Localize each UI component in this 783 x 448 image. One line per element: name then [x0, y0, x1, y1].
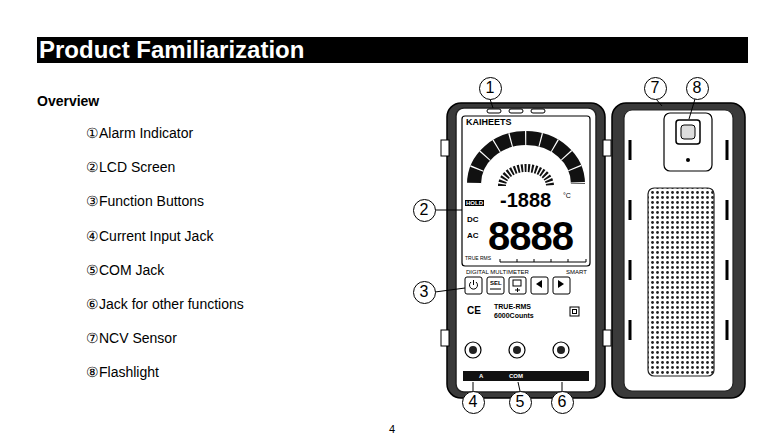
- bumper-notch: [441, 140, 449, 156]
- part-list-item: ④Current Input Jack: [86, 229, 213, 243]
- callout-circle: 3: [413, 281, 436, 304]
- current-jack: [465, 342, 481, 358]
- kickstand-clip: [664, 113, 712, 171]
- jack-label-strip: [463, 371, 589, 381]
- leader-line: [656, 99, 662, 106]
- callout-number: 3: [420, 284, 429, 300]
- flashlight: [676, 120, 700, 144]
- left-arrow-icon: [536, 280, 542, 288]
- jack-label: A: [479, 373, 483, 379]
- callout-number: 4: [469, 394, 478, 410]
- lcd-scale-ticks: [500, 259, 586, 262]
- double-insulation-icon: [570, 307, 579, 316]
- v-jack-hole: [557, 346, 565, 354]
- part-list-item: ⑥Jack for other functions: [86, 297, 244, 311]
- callout-number: 7: [651, 80, 660, 96]
- lcd-main-digits: 8888: [488, 216, 573, 256]
- range-button: [531, 277, 548, 294]
- part-list-item: ①Alarm Indicator: [86, 126, 193, 140]
- panel-text: DIGITAL MULTIMETER: [466, 269, 529, 275]
- current-jack-hole: [469, 346, 477, 354]
- bumper-notch: [603, 140, 611, 156]
- callout-circle: 7: [644, 77, 667, 100]
- ce-mark: CE: [467, 306, 481, 316]
- leader-line: [518, 382, 520, 391]
- lcd-bargraph-arc: [474, 138, 578, 184]
- hold-icon: [513, 280, 521, 286]
- lcd-dc: DC: [467, 216, 479, 224]
- lcd-true-rms: TRUE RMS: [465, 256, 491, 261]
- callout-circle: 6: [551, 391, 574, 414]
- leader-line: [562, 382, 563, 391]
- lcd-unit: °C: [563, 192, 571, 199]
- front-view: [441, 103, 611, 398]
- callout-number: 8: [693, 80, 702, 96]
- func-button: [553, 277, 570, 294]
- lcd-bargraph-fan: [502, 168, 550, 186]
- callout-number: 5: [516, 394, 525, 410]
- part-list-item: ⑦NCV Sensor: [86, 331, 177, 345]
- clip-screw: [686, 158, 690, 162]
- brand-name: KAIHEETS: [466, 118, 512, 127]
- part-list-item: ⑤COM Jack: [86, 263, 164, 277]
- panel-text: SMART: [566, 269, 587, 275]
- lcd-upper-digits: -1888: [500, 190, 551, 210]
- flashlight-lens: [681, 125, 695, 139]
- lcd-screen: [462, 116, 590, 266]
- jack-label: COM: [509, 373, 523, 379]
- rubber-bumper: [447, 103, 605, 398]
- title-bar: Product Familiarization: [37, 37, 748, 63]
- power-icon: [470, 280, 478, 289]
- lcd-hold: HOLD: [465, 200, 484, 206]
- back-panel: [624, 110, 733, 391]
- leader-line: [435, 210, 462, 211]
- leader-line: [490, 99, 493, 108]
- callout-number: 1: [486, 80, 495, 96]
- com-jack: [509, 342, 525, 358]
- alarm-indicator: [509, 109, 523, 113]
- power-button: [465, 277, 482, 294]
- rubber-bumper: [612, 103, 745, 398]
- bumper-notch: [441, 330, 449, 346]
- right-arrow-icon: [558, 280, 564, 288]
- part-list-item: ②LCD Screen: [86, 160, 175, 174]
- leader-line: [435, 288, 465, 292]
- page-number: 4: [389, 424, 395, 435]
- bumper-notch: [603, 330, 611, 346]
- callout-circle: 8: [686, 77, 709, 100]
- alarm-indicator: [531, 109, 545, 113]
- hold-button: [509, 277, 526, 294]
- spec-text: TRUE-RMS: [494, 303, 531, 310]
- alarm-indicator: [487, 109, 501, 113]
- com-jack-hole: [513, 346, 521, 354]
- part-list-item: ③Function Buttons: [86, 194, 204, 208]
- callout-circle: 2: [413, 199, 436, 222]
- lcd-ac: AC: [467, 232, 479, 240]
- spec-text: 6000Counts: [494, 312, 534, 319]
- sel-button: [487, 277, 504, 294]
- leader-line: [689, 99, 695, 119]
- leader-line: [473, 382, 474, 391]
- callout-number: 2: [420, 202, 429, 218]
- front-panel: [456, 108, 596, 392]
- back-view: [612, 103, 745, 398]
- callout-number: 6: [558, 394, 567, 410]
- button-label: SEL: [490, 280, 502, 286]
- v-jack: [553, 342, 569, 358]
- sel-icon: [490, 289, 501, 290]
- callout-circle: 5: [509, 391, 532, 414]
- double-insulation-icon: [573, 310, 577, 314]
- callout-circle: 1: [479, 77, 502, 100]
- page-title: Product Familiarization: [39, 37, 304, 63]
- lcd-bargraph-gaps: [474, 138, 578, 184]
- lcd-scale: [500, 262, 586, 263]
- part-list-item: ⑧Flashlight: [86, 365, 159, 379]
- leader-lines: [435, 99, 695, 391]
- speaker-grille: [648, 188, 714, 376]
- callout-circle: 4: [462, 391, 485, 414]
- section-heading: Overview: [37, 94, 99, 108]
- light-icon: [515, 288, 520, 292]
